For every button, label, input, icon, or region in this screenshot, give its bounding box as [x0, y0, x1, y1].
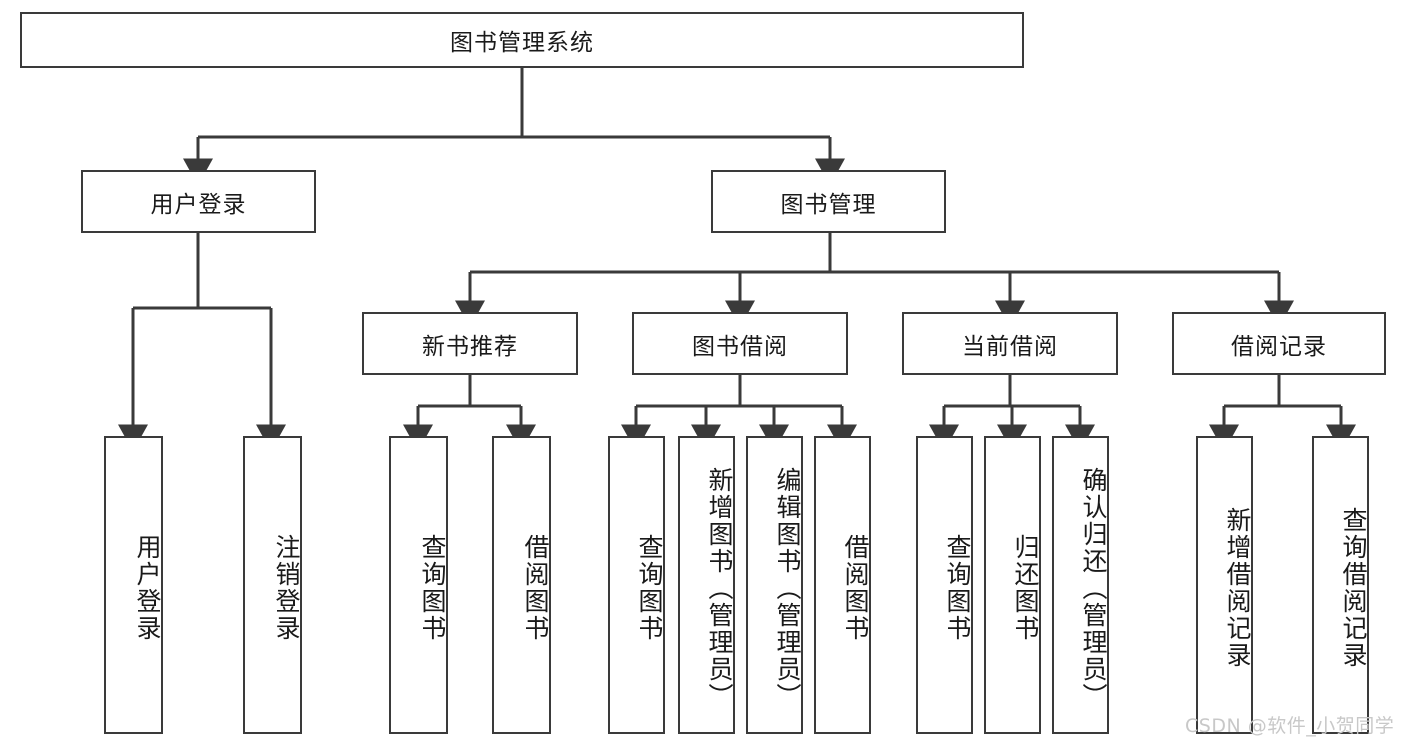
node-user-login[interactable]: 用户登录 [81, 170, 316, 233]
node-leaf-query-book-1[interactable]: 查询图书 [389, 436, 448, 734]
node-root[interactable]: 图书管理系统 [20, 12, 1024, 68]
node-leaf-query-record-label: 查询借阅记录 [1339, 507, 1368, 669]
node-book-borrow[interactable]: 图书借阅 [632, 312, 848, 375]
node-leaf-confirm-return-label: 确认归还（管理员） [1079, 466, 1108, 710]
node-current-borrow[interactable]: 当前借阅 [902, 312, 1118, 375]
node-leaf-return-book-label: 归还图书 [1011, 534, 1040, 642]
node-leaf-add-record-label: 新增借阅记录 [1223, 507, 1252, 669]
node-leaf-add-book[interactable]: 新增图书（管理员） [678, 436, 735, 734]
node-book-management-label: 图书管理 [780, 191, 877, 218]
node-leaf-edit-book-label: 编辑图书（管理员） [773, 466, 802, 710]
node-leaf-query-book-3-label: 查询图书 [943, 534, 972, 642]
node-user-login-label: 用户登录 [150, 191, 247, 218]
node-leaf-query-book-3[interactable]: 查询图书 [916, 436, 973, 734]
node-new-book-recommend[interactable]: 新书推荐 [362, 312, 578, 375]
node-leaf-borrow-book-1-label: 借阅图书 [521, 534, 550, 642]
node-leaf-logout[interactable]: 注销登录 [243, 436, 302, 734]
node-borrow-record-label: 借阅记录 [1231, 333, 1327, 360]
node-leaf-query-book-2[interactable]: 查询图书 [608, 436, 665, 734]
node-current-borrow-label: 当前借阅 [962, 333, 1058, 360]
node-new-book-recommend-label: 新书推荐 [422, 333, 518, 360]
node-borrow-record[interactable]: 借阅记录 [1172, 312, 1386, 375]
node-leaf-confirm-return[interactable]: 确认归还（管理员） [1052, 436, 1109, 734]
node-leaf-query-record[interactable]: 查询借阅记录 [1312, 436, 1369, 734]
node-root-label: 图书管理系统 [450, 30, 594, 56]
node-leaf-edit-book[interactable]: 编辑图书（管理员） [746, 436, 803, 734]
node-leaf-borrow-book-2[interactable]: 借阅图书 [814, 436, 871, 734]
node-leaf-add-record[interactable]: 新增借阅记录 [1196, 436, 1253, 734]
node-leaf-add-book-label: 新增图书（管理员） [705, 466, 734, 710]
node-leaf-borrow-book-2-label: 借阅图书 [841, 534, 870, 642]
node-leaf-borrow-book-1[interactable]: 借阅图书 [492, 436, 551, 734]
node-book-management[interactable]: 图书管理 [711, 170, 946, 233]
node-leaf-query-book-1-label: 查询图书 [418, 534, 447, 642]
node-leaf-user-login[interactable]: 用户登录 [104, 436, 163, 734]
node-leaf-query-book-2-label: 查询图书 [635, 534, 664, 642]
node-leaf-user-login-label: 用户登录 [133, 534, 162, 642]
node-leaf-return-book[interactable]: 归还图书 [984, 436, 1041, 734]
node-book-borrow-label: 图书借阅 [692, 333, 788, 360]
node-leaf-logout-label: 注销登录 [272, 534, 301, 642]
csdn-watermark: CSDN @软件_小贺同学 [1185, 715, 1395, 737]
